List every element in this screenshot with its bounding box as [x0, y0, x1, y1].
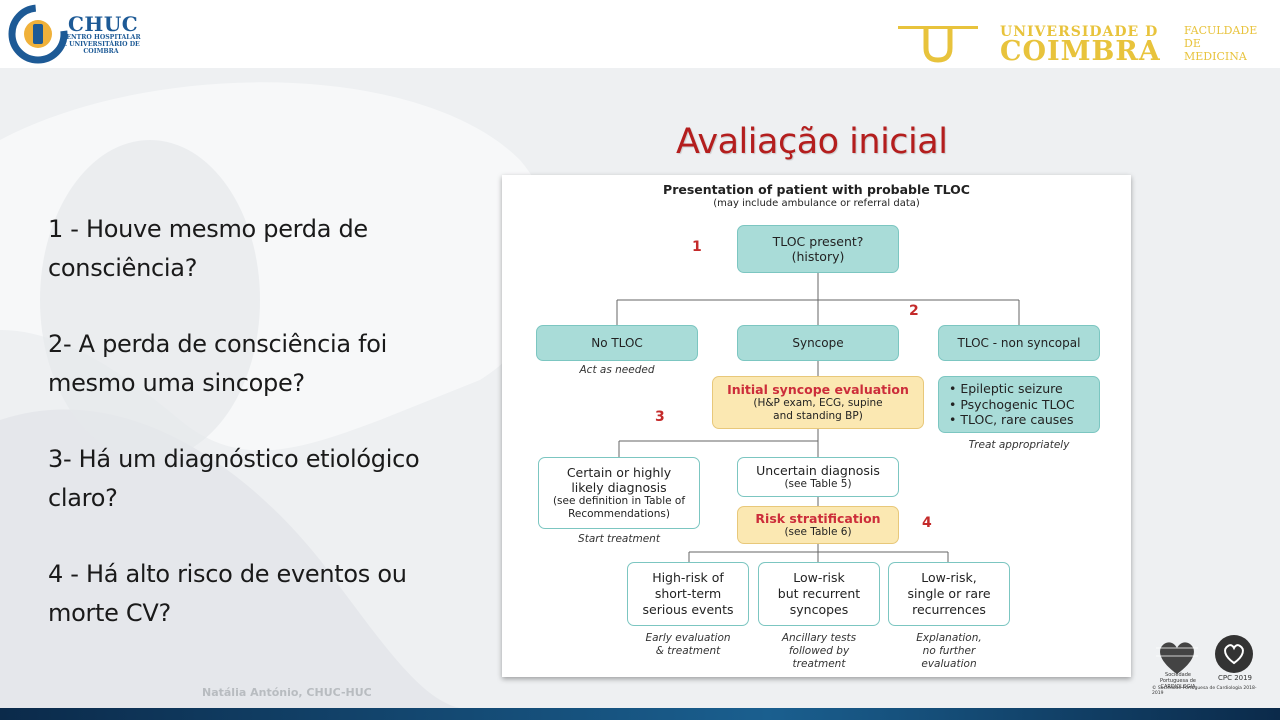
outcome-high-risk: Early evaluation & treatment: [627, 632, 749, 658]
cpc-label: CPC 2019: [1217, 674, 1253, 682]
low-recurrent-line3: syncopes: [789, 602, 849, 617]
outcome-low-single: Explanation, no further evaluation: [888, 632, 1010, 671]
low-single-line2: single or rare: [907, 586, 991, 601]
initial-evaluation-box: Initial syncope evaluation (H&P exam, EC…: [712, 376, 924, 429]
cpc-heart-logo-icon: [1215, 635, 1253, 673]
outcome-high-line2: & treatment: [655, 645, 721, 657]
outcome-recurrent-line1: Ancillary tests: [781, 632, 857, 644]
coimbra-logo-icon: [898, 26, 978, 63]
uncertain-table: (see Table 5): [784, 478, 852, 490]
outcome-low-recurrent: Ancillary tests followed by treatment: [758, 632, 880, 671]
spc-label: Sociedade Portuguesa de CARDIOLOGIA: [1159, 672, 1196, 690]
uncertain-diagnosis-box: Uncertain diagnosis (see Table 5): [737, 457, 899, 497]
bottom-band: [0, 708, 1280, 720]
cause-epileptic: • Epileptic seizure: [949, 381, 1063, 397]
coimbra-line1: UNIVERSIDADE D: [1000, 24, 1159, 40]
chuc-name: CHUC: [68, 12, 139, 36]
outcome-single-line3: evaluation: [921, 658, 977, 670]
low-recurrent-line2: but recurrent: [777, 586, 861, 601]
step-number-4: 4: [922, 515, 932, 531]
cause-rare: • TLOC, rare causes: [949, 412, 1074, 428]
chuc-subtitle: CENTRO HOSPITALAR E UNIVERSITÁRIO DE COI…: [61, 34, 141, 55]
initial-evaluation-line2: and standing BP): [773, 410, 863, 422]
low-risk-recurrent-box: Low-risk but recurrent syncopes: [758, 562, 880, 626]
question-list: 1 - Houve mesmo perda de consciência? 2-…: [48, 210, 478, 670]
fac-line2: DE: [1184, 37, 1201, 50]
certain-line1: Certain or highly: [566, 465, 672, 480]
tloc-non-syncopal-box: TLOC - non syncopal: [938, 325, 1100, 361]
fac-line3: MEDICINA: [1184, 50, 1247, 63]
question-2: 2- A perda de consciência foi mesmo uma …: [48, 330, 387, 397]
risk-table: (see Table 6): [784, 526, 852, 538]
initial-evaluation-line1: (H&P exam, ECG, supine: [753, 397, 883, 409]
chuc-logo: [8, 4, 68, 64]
certain-diagnosis-box: Certain or highly likely diagnosis (see …: [538, 457, 700, 529]
step-number-3: 3: [655, 409, 665, 425]
start-treatment: Start treatment: [578, 533, 660, 545]
risk-stratification-box: Risk stratification (see Table 6): [737, 506, 899, 544]
low-risk-single-box: Low-risk, single or rare recurrences: [888, 562, 1010, 626]
high-risk-line3: serious events: [642, 602, 734, 617]
act-as-needed: Act as needed: [579, 364, 655, 376]
faculdade-medicina: FACULDADE DE MEDICINA: [1184, 24, 1274, 63]
fac-line1: FACULDADE: [1184, 24, 1258, 37]
outcome-single-line1: Explanation,: [916, 632, 982, 644]
spc-footer: © Sociedade Portuguesa de Cardiologia 20…: [1152, 686, 1257, 696]
no-tloc-box: No TLOC: [536, 325, 698, 361]
question-3: 3- Há um diagnóstico etiológico claro?: [48, 445, 420, 512]
flowchart-header: Presentation of patient with probable TL…: [663, 182, 970, 197]
flowchart-header-sub: (may include ambulance or referral data): [713, 198, 920, 209]
certain-line3: (see definition in Table of: [552, 495, 686, 507]
slide-title: Avaliação inicial: [676, 122, 948, 162]
spc-heart-logo-icon: [1156, 642, 1198, 674]
outcome-recurrent-line3: treatment: [792, 658, 846, 670]
initial-evaluation-title: Initial syncope evaluation: [727, 382, 909, 397]
outcome-recurrent-line2: followed by: [788, 645, 850, 657]
certain-line4: Recommendations): [568, 508, 670, 520]
tloc-present-label: TLOC present?: [772, 234, 864, 249]
low-recurrent-line1: Low-risk: [793, 570, 845, 585]
top-band: [0, 0, 1280, 68]
low-single-line3: recurrences: [912, 602, 986, 617]
tloc-non-syncopal-label: TLOC - non syncopal: [957, 336, 1081, 350]
outcome-single-line2: no further: [922, 645, 976, 657]
no-tloc-label: No TLOC: [591, 336, 643, 350]
author-credit: Natália António, CHUC-HUC: [202, 686, 372, 699]
question-4: 4 - Há alto risco de eventos ou morte CV…: [48, 560, 407, 627]
question-1: 1 - Houve mesmo perda de consciência?: [48, 215, 368, 282]
certain-line2: likely diagnosis: [571, 480, 667, 495]
low-single-line1: Low-risk,: [921, 570, 977, 585]
high-risk-line1: High-risk of: [652, 570, 724, 585]
risk-title: Risk stratification: [755, 511, 881, 526]
high-risk-box: High-risk of short-term serious events: [627, 562, 749, 626]
uncertain-label: Uncertain diagnosis: [756, 463, 880, 478]
step-number-2: 2: [909, 303, 919, 319]
high-risk-line2: short-term: [654, 586, 722, 601]
syncope-flowchart: Presentation of patient with probable TL…: [502, 175, 1131, 677]
cause-psychogenic: • Psychogenic TLOC: [949, 396, 1075, 412]
outcome-high-line1: Early evaluation: [645, 632, 731, 644]
syncope-box: Syncope: [737, 325, 899, 361]
tloc-present-box: TLOC present? (history): [737, 225, 899, 273]
flowchart-connectors: [616, 273, 1020, 562]
syncope-label: Syncope: [792, 336, 844, 350]
coimbra-line2: COIMBRA: [1000, 36, 1161, 67]
non-syncopal-causes-box: • Epileptic seizure • Psychogenic TLOC •…: [938, 376, 1100, 433]
treat-appropriately: Treat appropriately: [968, 439, 1070, 451]
step-number-1: 1: [692, 239, 702, 255]
tloc-present-history: (history): [791, 249, 845, 264]
